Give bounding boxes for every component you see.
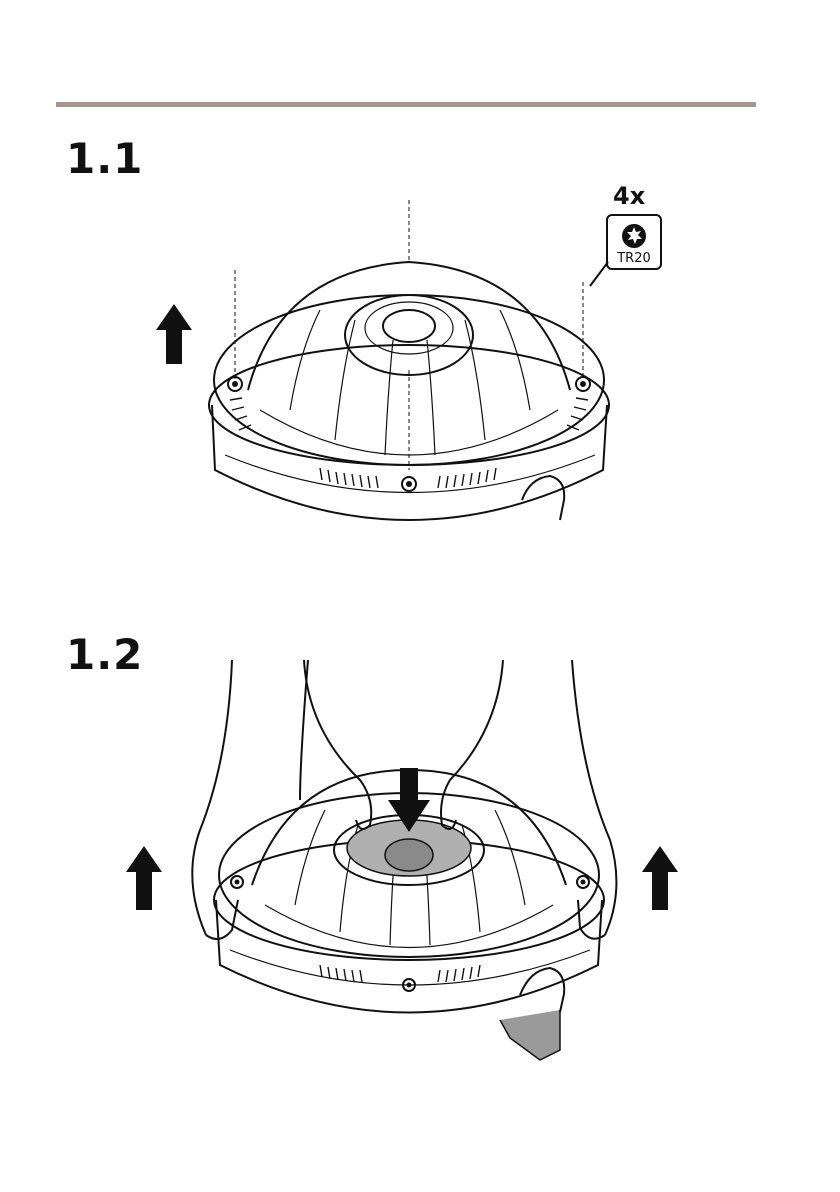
lift-up-arrow-left	[126, 846, 162, 910]
lift-up-arrow-right	[642, 846, 678, 910]
camera-illustration-step-1-2	[120, 660, 680, 1080]
camera-illustration-step-1-1	[150, 200, 670, 560]
section-divider	[56, 102, 756, 107]
lift-up-arrow	[156, 304, 192, 364]
step-number-1-1: 1.1	[66, 138, 143, 180]
